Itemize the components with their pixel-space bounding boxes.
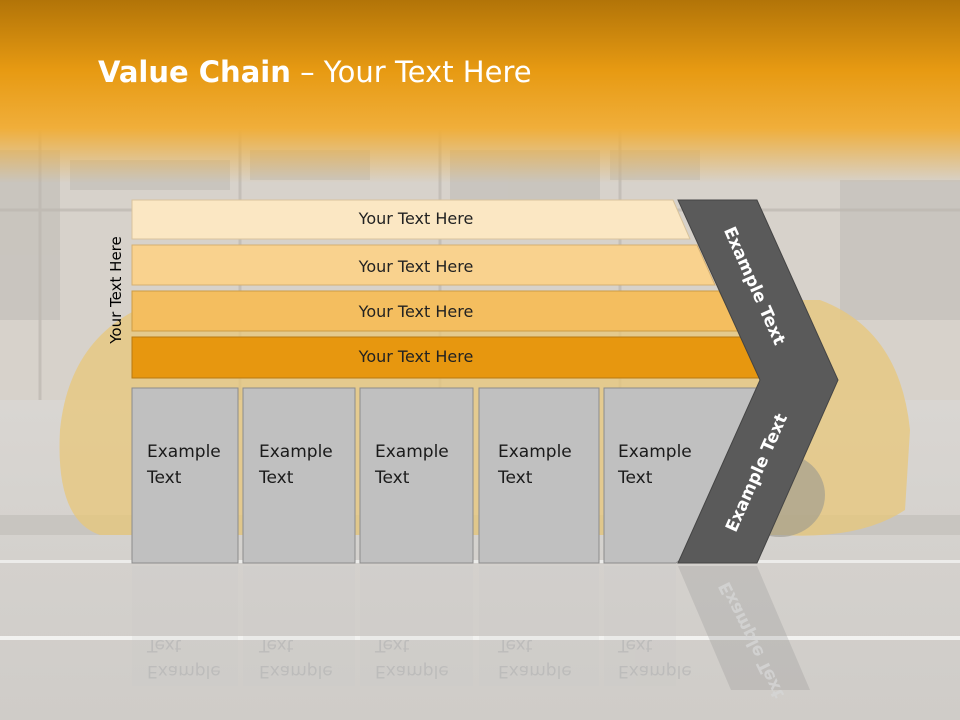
band-2 (131, 244, 716, 286)
box-shape-2 (242, 387, 356, 564)
band-text-2: Your Text Here (358, 257, 474, 276)
page-title: Value Chain – Your Text Here (98, 55, 532, 89)
box-shape-3 (359, 387, 474, 564)
band-1 (131, 199, 691, 240)
box-shape-5 (603, 387, 761, 564)
band-text-4: Your Text Here (358, 347, 474, 366)
band-text-3: Your Text Here (358, 302, 474, 321)
chevron-shape (677, 199, 839, 564)
band-text-1: Your Text Here (358, 209, 474, 228)
title-rest: – Your Text Here (290, 55, 532, 89)
chevron-reflection (678, 566, 810, 690)
box-shapes (131, 387, 761, 564)
band-shapes (131, 199, 764, 379)
box-shape-1 (131, 387, 239, 564)
reflection-shapes (132, 566, 676, 686)
title-bold: Value Chain (98, 55, 291, 89)
box-shape-4 (478, 387, 600, 564)
